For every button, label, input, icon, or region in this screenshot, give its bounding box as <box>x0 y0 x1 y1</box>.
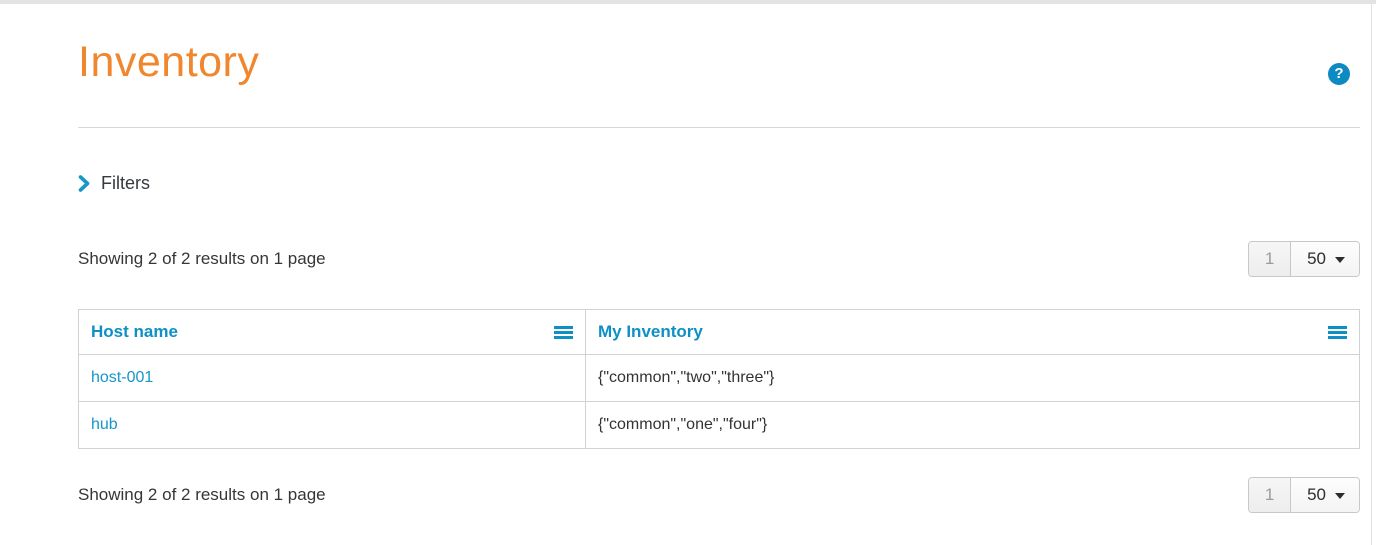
per-page-value: 50 <box>1307 485 1326 504</box>
host-link[interactable]: hub <box>91 416 118 433</box>
filters-label: Filters <box>101 173 150 193</box>
host-link[interactable]: host-001 <box>91 369 154 386</box>
caret-down-icon <box>1335 493 1345 499</box>
inventory-table: Host name My Inventory host-001 {"common… <box>78 309 1360 449</box>
page-header: Inventory ? <box>78 36 1360 88</box>
inventory-value-cell: {"common","one","four"} <box>585 401 1360 449</box>
inventory-value-cell: {"common","two","three"} <box>585 354 1360 402</box>
column-menu-icon[interactable] <box>1328 325 1347 339</box>
column-header-label: Host name <box>91 322 178 341</box>
page-number-button[interactable]: 1 <box>1249 478 1292 512</box>
column-header-my-inventory[interactable]: My Inventory <box>585 309 1360 355</box>
results-summary: Showing 2 of 2 results on 1 page <box>78 485 326 504</box>
filters-toggle[interactable]: Filters <box>78 173 208 194</box>
results-summary: Showing 2 of 2 results on 1 page <box>78 249 326 268</box>
per-page-value: 50 <box>1307 249 1326 268</box>
chevron-right-icon <box>78 175 90 192</box>
pagination-bottom: 1 50 <box>1248 477 1360 513</box>
scrollbar-edge-line <box>1371 4 1372 545</box>
help-icon[interactable]: ? <box>1328 63 1350 85</box>
host-name-cell: hub <box>78 401 586 449</box>
inventory-page: Inventory ? Filters Showing 2 of 2 resul… <box>0 36 1376 513</box>
per-page-dropdown[interactable]: 50 <box>1291 478 1359 512</box>
table-header-row: Host name My Inventory <box>78 309 1360 355</box>
results-row-bottom: Showing 2 of 2 results on 1 page 1 50 <box>78 477 1360 513</box>
top-edge-strip <box>0 0 1376 4</box>
caret-down-icon <box>1335 257 1345 263</box>
per-page-dropdown[interactable]: 50 <box>1291 242 1359 276</box>
table-row: hub {"common","one","four"} <box>78 401 1360 449</box>
title-divider <box>78 127 1360 128</box>
page-number-button[interactable]: 1 <box>1249 242 1292 276</box>
page-title: Inventory <box>78 38 260 86</box>
table-row: host-001 {"common","two","three"} <box>78 354 1360 402</box>
column-menu-icon[interactable] <box>554 325 573 339</box>
column-header-label: My Inventory <box>598 322 703 341</box>
column-header-host-name[interactable]: Host name <box>78 309 586 355</box>
results-row-top: Showing 2 of 2 results on 1 page 1 50 <box>78 241 1360 277</box>
pagination-top: 1 50 <box>1248 241 1360 277</box>
host-name-cell: host-001 <box>78 354 586 402</box>
